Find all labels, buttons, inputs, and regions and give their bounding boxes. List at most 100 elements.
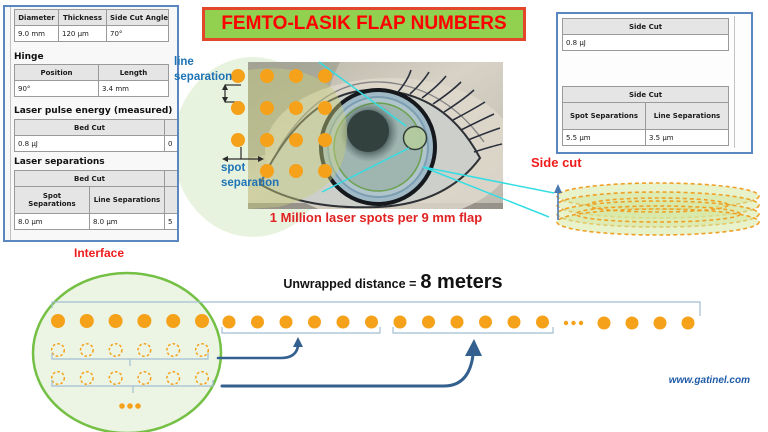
laser-spot-dot bbox=[231, 101, 245, 115]
side-cut-settings-panel: Side Cut 0.8 µJ Side Cut Spot Separation… bbox=[556, 12, 753, 154]
magnifier-circle bbox=[402, 125, 428, 151]
laser-spot-dot bbox=[108, 314, 123, 328]
flap-settings-panel: Diameter Thickness Side Cut Angle 9.0 mm… bbox=[3, 5, 179, 242]
window-edge-line bbox=[734, 16, 735, 148]
unwrap-arrow-2 bbox=[220, 339, 482, 388]
value-cell: 8.0 µm bbox=[14, 213, 90, 230]
header-cell: Bed Cut bbox=[14, 119, 165, 136]
laser-spot-dot bbox=[571, 320, 576, 326]
bed-cut-separations-table: Bed Cut Spot Separations Line Separation… bbox=[14, 170, 177, 230]
bed-cut-energy-table: Bed Cut 0.8 µJ 0 bbox=[14, 119, 177, 152]
side-cut-ellipses bbox=[556, 182, 760, 236]
laser-spot-dot bbox=[393, 315, 407, 329]
subheader-cell: Spot Separations bbox=[562, 102, 646, 130]
laser-spot-dot bbox=[79, 370, 94, 386]
laser-spot-dot bbox=[195, 314, 209, 328]
laser-spot-dot bbox=[681, 316, 695, 330]
interface-circle bbox=[31, 271, 223, 432]
laser-spot-dot bbox=[50, 342, 66, 358]
laser-spot-dot bbox=[108, 370, 123, 386]
value-cell: 0.8 µJ bbox=[562, 34, 729, 51]
unwrapped-distance-text: Unwrapped distance = 8 meters bbox=[273, 271, 513, 294]
laser-spot-dot bbox=[137, 342, 152, 358]
laser-spot-dot bbox=[231, 69, 245, 83]
million-spots-caption: 1 Million laser spots per 9 mm flap bbox=[269, 210, 483, 225]
side-cut-label: Side cut bbox=[531, 155, 582, 170]
line-separation-indicator bbox=[222, 84, 241, 103]
laser-spot-dot bbox=[119, 403, 125, 409]
laser-spot-dot bbox=[563, 320, 569, 326]
laser-spot-dot bbox=[308, 315, 321, 329]
laser-spot-dot bbox=[79, 342, 94, 358]
value-cell: 8.0 µm bbox=[89, 213, 165, 230]
value-cell: 5.5 µm bbox=[562, 129, 646, 146]
line-separation-label: line separation bbox=[174, 56, 233, 83]
spot-separation-label: spot separation bbox=[221, 162, 280, 189]
laser-spot-dot bbox=[50, 370, 66, 386]
laser-spot-dot bbox=[127, 403, 133, 409]
laser-spot-dot bbox=[79, 314, 94, 328]
hinge-table: Position Length 90° 3.4 mm bbox=[14, 64, 169, 97]
laser-spot-dot bbox=[251, 315, 264, 329]
window-edge-line bbox=[10, 7, 11, 240]
laser-spot-dot bbox=[135, 403, 141, 409]
header-cell: Side Cut Angle bbox=[106, 9, 169, 26]
header-cell: Bed Cut bbox=[14, 170, 165, 187]
value-cell: 9.0 mm bbox=[14, 25, 59, 42]
interface-dot-rows bbox=[50, 314, 210, 409]
unwrapped-distance-value: 8 meters bbox=[420, 271, 503, 293]
laser-spot-dot bbox=[194, 370, 210, 386]
laser-spot-dot bbox=[279, 315, 293, 329]
hinge-section-label: Hinge bbox=[14, 52, 44, 62]
website-caption: www.gatinel.com bbox=[668, 375, 750, 386]
eye-photo bbox=[248, 62, 503, 209]
value-cell: 3.5 µm bbox=[644, 129, 730, 146]
laser-spot-dot bbox=[479, 315, 492, 329]
separations-section-label: Laser separations bbox=[14, 157, 105, 167]
unwrap-arrow-1 bbox=[216, 337, 303, 360]
value-cell-clipped: 0 bbox=[164, 135, 177, 152]
laser-spot-dot bbox=[166, 370, 181, 386]
laser-spot-dot bbox=[137, 370, 152, 386]
subheader-cell: Spot Separations bbox=[14, 186, 90, 214]
laser-spot-dot bbox=[597, 316, 611, 330]
header-cell: Side Cut bbox=[562, 18, 729, 35]
laser-spot-dot bbox=[578, 320, 584, 326]
laser-spot-dot bbox=[222, 315, 236, 329]
laser-spot-dot bbox=[166, 314, 181, 328]
interface-label: Interface bbox=[74, 246, 125, 260]
pupil bbox=[347, 110, 389, 152]
laser-spot-dot bbox=[653, 316, 667, 330]
laser-spot-dot bbox=[231, 133, 245, 147]
unwrapped-distance-prefix: Unwrapped distance = bbox=[283, 277, 417, 291]
laser-spot-dot bbox=[422, 315, 435, 329]
unwrapped-spot-row bbox=[222, 315, 695, 330]
laser-spot-dot bbox=[108, 342, 123, 358]
value-cell: 0.8 µJ bbox=[14, 135, 165, 152]
laser-spot-dot bbox=[166, 342, 181, 358]
laser-spot-dot bbox=[507, 315, 521, 329]
header-cell-clipped bbox=[164, 119, 177, 136]
header-cell-clipped bbox=[164, 170, 177, 187]
header-cell: Thickness bbox=[58, 9, 107, 26]
subheader-cell-clipped bbox=[164, 186, 177, 214]
laser-spot-dot bbox=[51, 314, 65, 328]
laser-spot-dot bbox=[365, 315, 378, 329]
slide-title: FEMTO-LASIK FLAP NUMBERS bbox=[202, 7, 526, 41]
side-cut-separations-table: Side Cut Spot Separations Line Separatio… bbox=[561, 86, 730, 146]
laser-spot-dot bbox=[625, 316, 639, 330]
slide-title-text: FEMTO-LASIK FLAP NUMBERS bbox=[221, 13, 507, 34]
header-cell: Diameter bbox=[14, 9, 59, 26]
value-cell: 3.4 mm bbox=[98, 80, 169, 97]
laser-spot-dot bbox=[137, 314, 152, 328]
laser-spot-dot bbox=[450, 315, 464, 329]
value-cell: 120 µm bbox=[58, 25, 107, 42]
laser-spot-dot bbox=[336, 315, 350, 329]
value-cell: 70° bbox=[106, 25, 169, 42]
laser-spot-dot bbox=[536, 315, 549, 329]
subheader-cell: Line Separations bbox=[89, 186, 165, 214]
header-cell: Position bbox=[14, 64, 99, 81]
value-cell: 90° bbox=[14, 80, 99, 97]
measure-brackets bbox=[51, 301, 701, 393]
